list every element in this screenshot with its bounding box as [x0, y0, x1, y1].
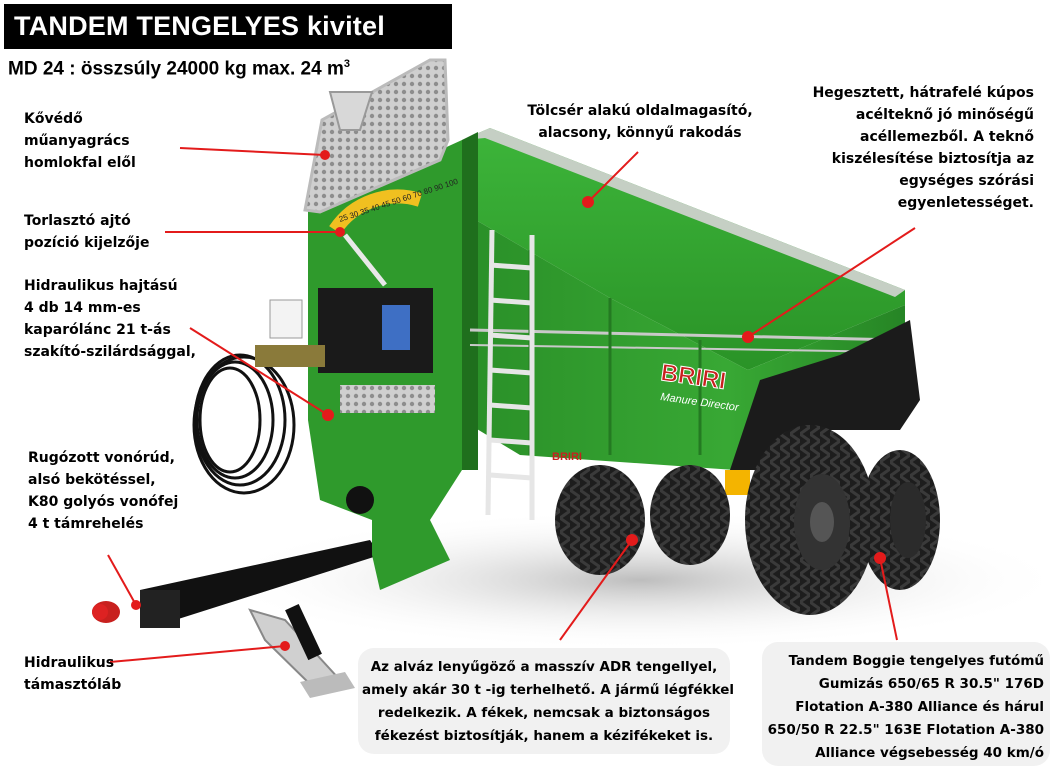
- control-box: [318, 288, 433, 373]
- door-gauge-needle: [343, 233, 387, 287]
- leg-cylinder: [285, 603, 322, 661]
- label-line: szakító-szilárdsággal,: [24, 344, 196, 360]
- rear-fender: [730, 320, 920, 470]
- label-line: Hegesztett, hátrafelé kúpos: [812, 85, 1034, 101]
- support-foot: [300, 672, 355, 698]
- pointer-dot-tolcser: [582, 196, 594, 208]
- wheel-inner: [555, 465, 730, 575]
- pointer-dot-vonorud: [131, 600, 141, 610]
- label-alvaz: Az alváz lenyűgöző a masszív ADR tengell…: [362, 656, 735, 748]
- hopper-rim: [462, 128, 905, 297]
- callout-bubble-alvaz: [358, 648, 730, 754]
- label-rugozott-vonorud: Rugózott vonórúd, alsó bekötéssel, K80 g…: [28, 447, 178, 535]
- pointer-line-hajtas: [189, 327, 329, 416]
- pointer-line-tolcser: [587, 151, 639, 203]
- label-line: Rugózott vonórúd,: [28, 450, 175, 466]
- label-line: egységes szórási: [899, 173, 1034, 189]
- label-line: egyenletességet.: [897, 195, 1034, 211]
- pointer-dot-torlaszto: [335, 227, 345, 237]
- label-line: fékezést biztosítják, hanem a kézifékeke…: [374, 728, 714, 744]
- label-line: 4 t támrehelés: [28, 516, 144, 532]
- label-line: 4 db 14 mm-es: [24, 300, 141, 316]
- label-line: amely akár 30 t -ig terhelhető. A jármű …: [362, 682, 735, 698]
- ladder: [485, 229, 535, 520]
- front-wall-edge: [462, 132, 478, 470]
- pointer-dot-kovedo: [320, 150, 330, 160]
- label-line: kaparólánc 21 t-ás: [24, 322, 171, 338]
- pointer-line-vonorud: [107, 554, 137, 606]
- label-kovedo: Kővédő műanyagrács homlokfal elől: [24, 108, 136, 174]
- label-line: Tölcsér alakú oldalmagasító,: [527, 103, 753, 119]
- label-line: Az alváz lenyűgöző a masszív ADR tengell…: [370, 659, 718, 675]
- label-line: 650/50 R 22.5" 163E Flotation A-380: [767, 722, 1044, 738]
- title-main: TANDEM TENGELYES: [14, 11, 300, 41]
- pointer-dot-tandem: [874, 552, 886, 564]
- hitch-ball: [92, 604, 108, 620]
- pointer-line-hegesztett: [747, 227, 916, 338]
- label-line: acélteknő jó minőségű: [855, 107, 1034, 123]
- hydraulic-hoses: [192, 353, 296, 495]
- pointer-line-tamasztolab: [109, 645, 286, 663]
- spec-line: MD 24 : összsúly 24000 kg max. 24 m3: [8, 58, 350, 80]
- label-tamasztolab: Hidraulikus támasztóláb: [24, 652, 121, 696]
- callout-bubble-tandem: [762, 642, 1050, 766]
- spec-text: MD 24 : összsúly 24000 kg max. 24 m: [8, 58, 344, 80]
- label-tandem: Tandem Boggie tengelyes futómű Gumizás 6…: [764, 650, 1044, 765]
- label-line: Alliance végsebesség 40 km/ó: [815, 745, 1044, 761]
- pointer-dot-alvaz: [626, 534, 638, 546]
- label-line: Hidraulikus: [24, 655, 115, 671]
- hopper-side-panel: [462, 128, 905, 370]
- small-brand-logo: BRIRI: [552, 451, 582, 463]
- pointer-line-tandem: [879, 557, 898, 641]
- label-hegesztett: Hegesztett, hátrafelé kúpos acélteknő jó…: [790, 82, 1034, 214]
- funnel: [328, 91, 374, 131]
- drawbar-plate: [140, 590, 180, 628]
- label-line: K80 golyós vonófej: [28, 494, 179, 510]
- pointer-dot-tamasztolab: [280, 641, 290, 651]
- label-line: acéllemezből. A teknő: [860, 129, 1034, 145]
- spec-sup: 3: [343, 58, 350, 70]
- label-line: Torlasztó ajtó: [24, 213, 131, 229]
- label-line: Flotation A-380 Alliance és hárul: [795, 699, 1044, 715]
- label-line: homlokfal elől: [24, 155, 136, 171]
- drawbar-frame-green: [372, 520, 450, 590]
- label-line: támasztóláb: [24, 677, 122, 693]
- label-tolcser: Tölcsér alakú oldalmagasító, alacsony, k…: [520, 100, 760, 144]
- label-line: Gumizás 650/65 R 30.5" 176D: [818, 676, 1044, 692]
- label-line: pozíció kijelzője: [24, 235, 150, 251]
- pto-coupler: [346, 486, 374, 514]
- body-rib: [469, 344, 901, 353]
- label-line: Kővédő: [24, 111, 83, 127]
- pointer-dot-hajtas: [322, 409, 334, 421]
- label-line: Hidraulikus hajtású: [24, 278, 178, 294]
- label-torlaszto: Torlasztó ajtó pozíció kijelzője: [24, 210, 149, 254]
- label-line: Tandem Boggie tengelyes futómű: [788, 653, 1044, 669]
- body-rib: [469, 328, 901, 342]
- control-display: [382, 305, 410, 350]
- drawbar: [140, 540, 380, 628]
- pointer-line-alvaz: [559, 539, 633, 641]
- door-gauge-arc: [329, 189, 423, 235]
- wheel-front: [745, 425, 875, 615]
- valve-block: [255, 345, 325, 367]
- label-line: redelkezik. A fékek, nemcsak a biztonság…: [377, 705, 711, 721]
- control-vent: [340, 385, 435, 413]
- oil-tank: [269, 299, 303, 339]
- title-sub: kivitel: [306, 11, 385, 41]
- label-line: alsó bekötéssel,: [28, 472, 156, 488]
- label-line: kiszélesítése biztosítja az: [831, 151, 1034, 167]
- label-line: alacsony, könnyű rakodás: [538, 125, 742, 141]
- pointer-dot-hegesztett: [742, 331, 754, 343]
- label-line: műanyagrács: [24, 133, 130, 149]
- label-hidraulikus-hajtas: Hidraulikus hajtású 4 db 14 mm-es kaparó…: [24, 275, 196, 363]
- amber-light: [725, 470, 750, 495]
- pointer-line-kovedo: [179, 147, 326, 156]
- page-title: TANDEM TENGELYES kivitel: [4, 4, 452, 49]
